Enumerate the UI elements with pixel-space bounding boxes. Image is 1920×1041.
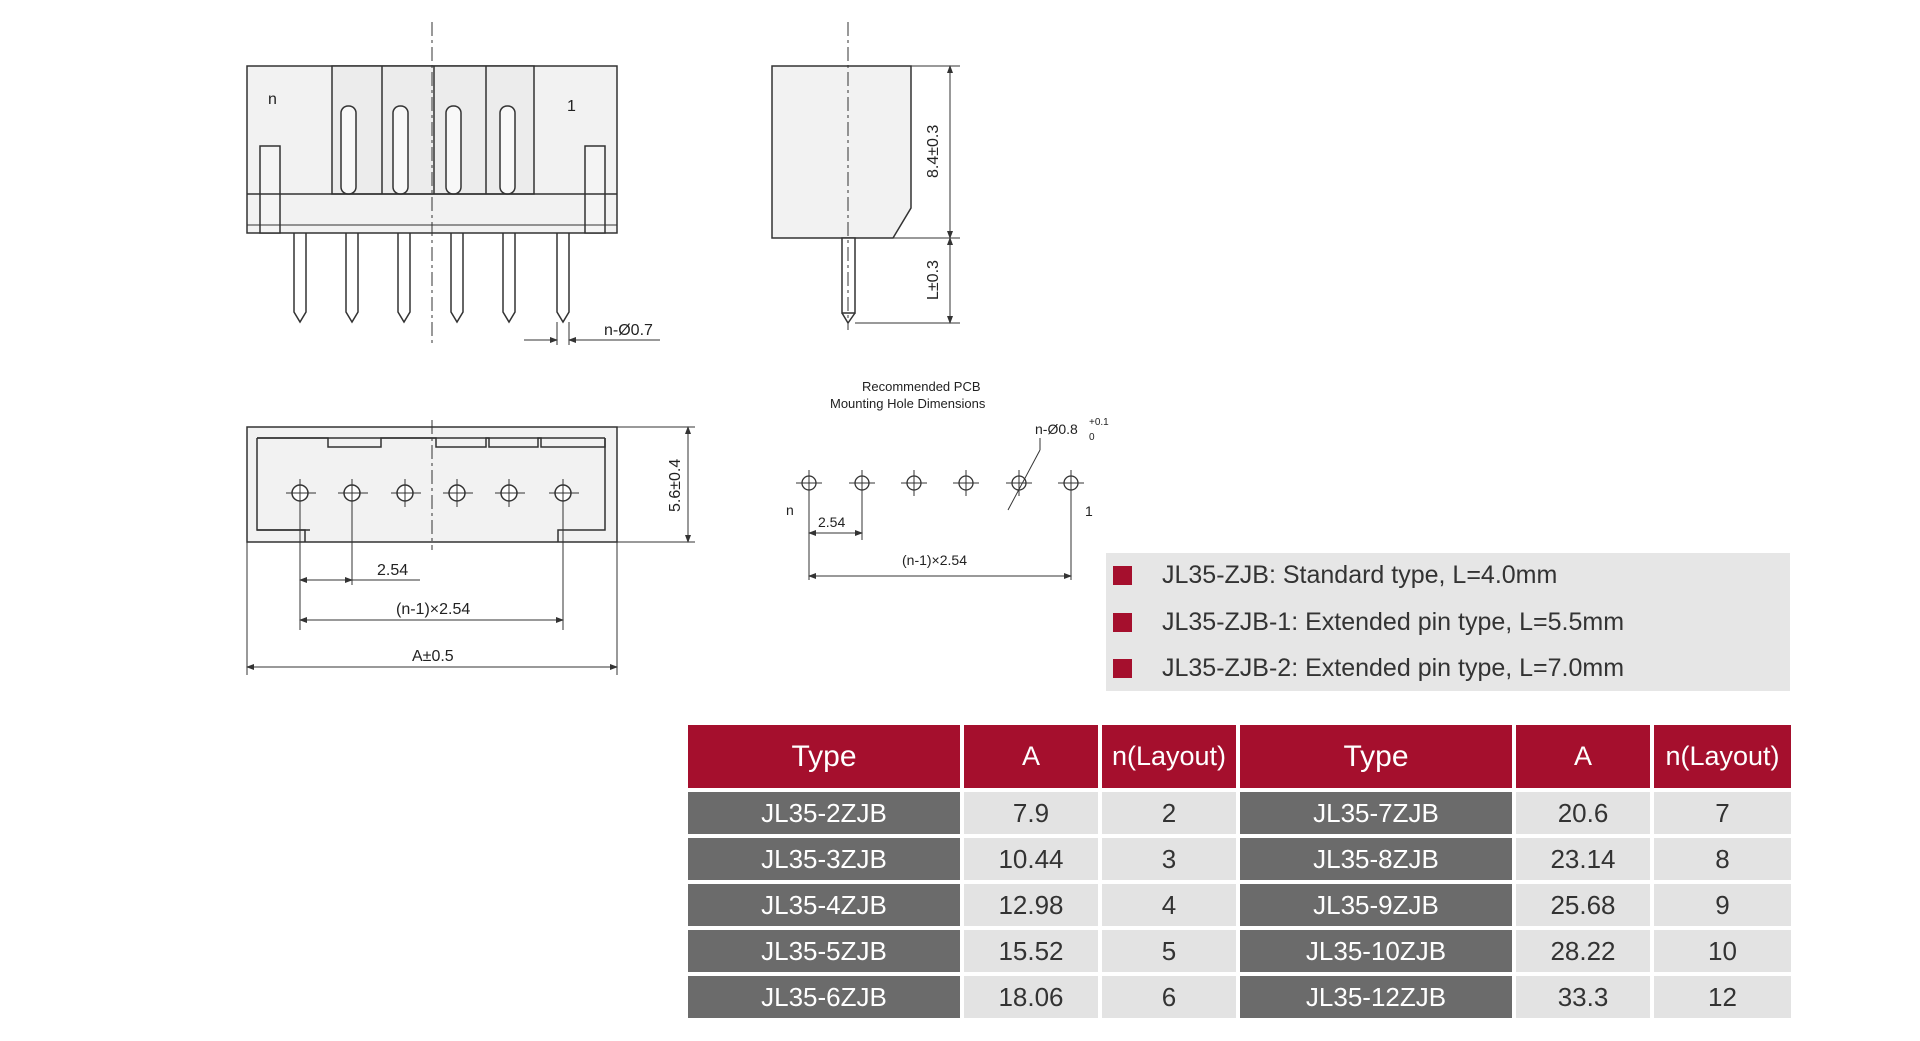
side-view [771,22,960,330]
table-cell-type: JL35-9ZJB [1240,884,1512,926]
legend-marker-icon [1113,612,1132,632]
table-cell-a: 23.14 [1516,838,1650,880]
legend-text: JL35-ZJB-1: Extended pin type, L=5.5mm [1162,607,1625,636]
depth-label: 5.6±0.4 [667,459,684,512]
pin-length-label: L±0.3 [925,260,942,300]
pcb-label-n: n [786,502,794,518]
pcb-tol-plus: +0.1 [1089,417,1109,428]
table-cell-n: 6 [1102,976,1236,1018]
table-cell-a: 25.68 [1516,884,1650,926]
table-cell-type: JL35-6ZJB [688,976,960,1018]
body-height-label: 8.4±0.3 [925,125,942,178]
legend-marker-icon [1113,658,1132,678]
legend-text: JL35-ZJB-2: Extended pin type, L=7.0mm [1162,653,1625,682]
table-cell-type: JL35-7ZJB [1240,792,1512,834]
table-cell-a: 33.3 [1516,976,1650,1018]
table-cell-n: 4 [1102,884,1236,926]
pcb-title-line1: Recommended PCB [862,379,981,394]
header-n-layout: n(Layout) [1102,725,1236,788]
table-cell-a: 10.44 [964,838,1098,880]
table-cell-n: 7 [1654,792,1791,834]
front-view [246,22,660,345]
overall-length-label: A±0.5 [412,648,454,665]
pcb-tol-zero: 0 [1089,432,1095,443]
pitch-label: 2.54 [377,562,408,579]
header-a: A [1516,725,1650,788]
legend-item: JL35-ZJB-2: Extended pin type, L=7.0mm [1106,651,1624,685]
table-cell-a: 7.9 [964,792,1098,834]
table-cell-type: JL35-4ZJB [688,884,960,926]
pcb-hole-label: n-Ø0.8 [1035,421,1078,437]
table-cell-a: 18.06 [964,976,1098,1018]
front-label-n: n [268,91,277,108]
header-n-layout: n(Layout) [1654,725,1791,788]
pcb-span-label: (n-1)×2.54 [902,552,967,568]
legend-item: JL35-ZJB: Standard type, L=4.0mm [1106,558,1557,592]
header-type: Type [688,725,960,788]
table-cell-a: 20.6 [1516,792,1650,834]
top-view [246,420,695,675]
table-cell-type: JL35-12ZJB [1240,976,1512,1018]
pcb-pitch-label: 2.54 [818,514,845,530]
legend-text: JL35-ZJB: Standard type, L=4.0mm [1162,560,1558,589]
table-cell-type: JL35-10ZJB [1240,930,1512,972]
table-cell-a: 15.52 [964,930,1098,972]
header-type: Type [1240,725,1512,788]
table-cell-n: 3 [1102,838,1236,880]
header-a: A [964,725,1098,788]
span-label: (n-1)×2.54 [396,601,470,618]
pcb-hole-layout [796,438,1084,580]
legend-marker-icon [1113,565,1132,585]
table-cell-type: JL35-3ZJB [688,838,960,880]
front-label-1: 1 [567,98,576,115]
table-cell-a: 12.98 [964,884,1098,926]
table-cell-n: 9 [1654,884,1791,926]
table-cell-n: 2 [1102,792,1236,834]
table-cell-type: JL35-8ZJB [1240,838,1512,880]
legend-item: JL35-ZJB-1: Extended pin type, L=5.5mm [1106,605,1624,639]
table-cell-type: JL35-2ZJB [688,792,960,834]
pcb-label-1: 1 [1085,503,1093,519]
type-legend: JL35-ZJB: Standard type, L=4.0mm JL35-ZJ… [1106,553,1790,691]
table-cell-n: 12 [1654,976,1791,1018]
table-cell-a: 28.22 [1516,930,1650,972]
table-cell-type: JL35-5ZJB [688,930,960,972]
table-cell-n: 5 [1102,930,1236,972]
pcb-title-line2: Mounting Hole Dimensions [830,396,986,411]
pin-diameter-label: n-Ø0.7 [604,322,653,339]
table-cell-n: 8 [1654,838,1791,880]
table-cell-n: 10 [1654,930,1791,972]
